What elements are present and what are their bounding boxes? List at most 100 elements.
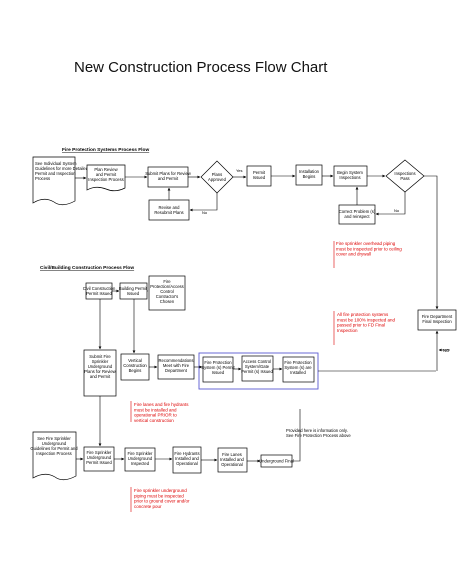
text-line: Building Permit [119, 286, 148, 291]
text-line: Begins [129, 368, 142, 373]
plan-review-box [86, 164, 126, 192]
text-line: Provided here is information only. [286, 428, 348, 433]
text-line: Fire [163, 279, 171, 284]
text-line: Begins [303, 174, 316, 179]
text-line: Guidelines for more Detailed [35, 166, 89, 171]
text-line: Resubmit Plans [154, 210, 183, 215]
text-line: Inspections [394, 171, 415, 176]
text-line: and Permit [158, 176, 179, 181]
vertical-construction-box [120, 353, 150, 381]
text-line: Submit Plans for Review [145, 171, 192, 176]
text-line: Fire Hydrants [174, 451, 199, 456]
text-line: prior to ground cover and/or [134, 499, 190, 504]
text-line: Civil Construction [83, 286, 116, 291]
text-line: Plans for Review [84, 369, 116, 374]
text-line: Chosen [160, 299, 175, 304]
text-line: Fire Protection [204, 360, 232, 365]
text-line: Begin System [337, 170, 363, 175]
line-final-up [292, 409, 301, 462]
text-line: Operational [221, 462, 243, 467]
text-line: Control [160, 289, 174, 294]
text-line: Inspection Process [88, 177, 123, 182]
text-line: vertical construction [134, 418, 174, 423]
underground-guidelines-shape [32, 431, 77, 481]
text-line: Inspected [131, 461, 150, 466]
text-line: Operational [176, 461, 198, 466]
text-line: Fire sprinkler overhead piping [336, 241, 396, 246]
text-line: System/Gate [245, 364, 270, 369]
civil-section-heading: Civil/Building Construction Process Flow [40, 265, 134, 271]
text-line: Vertical [128, 358, 142, 363]
text-line: Process [35, 176, 50, 181]
text-line: Permit and Inspection [35, 171, 76, 176]
no-label-3: NO [443, 348, 450, 353]
text-line: Submit Fire [89, 354, 111, 359]
doc-note-shape [32, 156, 76, 206]
text-line: Issued [253, 175, 266, 180]
yes-label: Yes [236, 168, 243, 173]
no-label-1: No [202, 210, 208, 215]
text-line: piping must be inspected [134, 493, 184, 498]
text-line: Fire Sprinkler [87, 450, 113, 455]
text-line: Inspections [339, 175, 360, 180]
text-line: Guidelines for Permit and [30, 446, 78, 451]
fs-permit-issued-box [83, 446, 115, 472]
text-line: All fire protection systems [337, 312, 389, 317]
text-line: and reinspect [344, 214, 370, 219]
contractor-chosen-box [148, 275, 186, 311]
text-line: must be installed and [134, 407, 177, 412]
access-control-box [241, 355, 274, 382]
text-line: Permit Issued [86, 291, 112, 296]
text-line: must be 100% inspected and [337, 317, 396, 322]
text-line: Correct Problem (s) [339, 209, 376, 214]
arrow-pass-to-final [424, 175, 439, 310]
text-line: Fire Sprinkler [128, 451, 154, 456]
text-line: passed prior to FD Final [337, 323, 385, 328]
text-line: Recommendations [159, 358, 194, 363]
text-line: Inspection [337, 328, 358, 333]
text-line: Revise and [159, 205, 181, 210]
text-line: System (s) Permit [201, 365, 235, 370]
arrow-no-to-revise [189, 193, 218, 212]
text-line: Installed and [175, 456, 199, 461]
fire-hydrants-box [172, 446, 202, 474]
text-line: Installation [299, 169, 320, 174]
text-line: Construction [123, 363, 147, 368]
text-line: Access Control [243, 359, 271, 364]
text-line: Meet with Fire [163, 363, 190, 368]
text-line: Issued [212, 370, 225, 375]
installation-begins-box [295, 164, 323, 186]
text-line: Contractor's [156, 294, 178, 299]
text-line: Underground [42, 441, 67, 446]
text-line: System (s) are [284, 365, 312, 370]
recommendations-box [157, 354, 195, 380]
text-line: Permit (s) Issued [241, 369, 273, 374]
text-line: See Individual System [35, 161, 77, 166]
text-line: Underground [87, 455, 112, 460]
page-title: New Construction Process Flow Chart [74, 59, 328, 76]
fps-installed-box [282, 356, 315, 383]
text-line: Fire Department [422, 314, 453, 319]
text-line: Sprinkler [92, 359, 109, 364]
correct-problem-text: Correct Problem (s)and reinspect [339, 209, 376, 219]
text-line: Fire Lanes [222, 452, 242, 457]
text-line: Final Inspection [422, 319, 452, 324]
